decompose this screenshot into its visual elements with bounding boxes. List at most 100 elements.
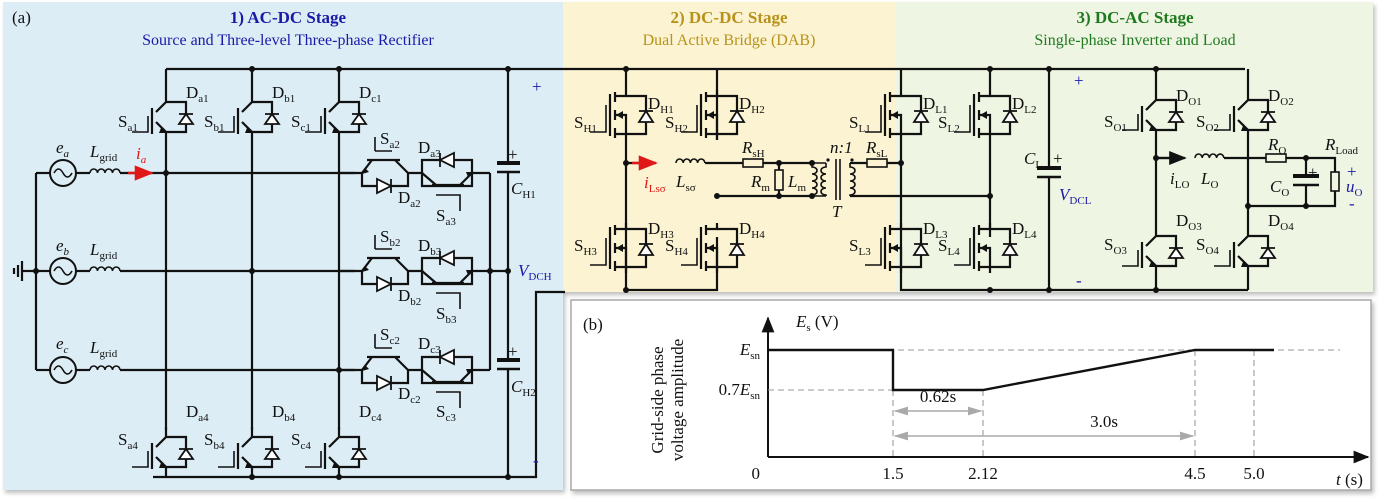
- svg-text:+: +: [508, 145, 518, 164]
- svg-text:CO: CO: [1270, 177, 1289, 199]
- svg-text:SO4: SO4: [1196, 235, 1219, 257]
- svg-text:Sb1: Sb1: [204, 112, 224, 134]
- svg-text:Da1: Da1: [186, 83, 209, 105]
- svg-text:DH3: DH3: [648, 219, 674, 241]
- svg-text:-: -: [1076, 271, 1082, 290]
- svg-text:DH1: DH1: [648, 94, 674, 116]
- svg-text:Lgrid: Lgrid: [89, 240, 118, 262]
- svg-text:DO2: DO2: [1268, 86, 1294, 108]
- svg-text:DO1: DO1: [1176, 86, 1202, 108]
- svg-text:DO4: DO4: [1268, 211, 1294, 233]
- svg-text:Lsσ: Lsσ: [675, 172, 696, 194]
- svg-text:Sa1: Sa1: [118, 112, 138, 134]
- svg-text:SH3: SH3: [574, 236, 597, 258]
- svg-text:Lgrid: Lgrid: [89, 338, 118, 360]
- capacitor-ch1-icon: [497, 161, 520, 174]
- stage-2-title: 2) DC-DC Stage: [670, 8, 788, 27]
- mosfet-sl3-icon: [865, 223, 930, 273]
- svg-text:Sc1: Sc1: [291, 112, 311, 134]
- svg-text:RsL: RsL: [865, 138, 888, 160]
- stage-ac-dc-background: [3, 2, 563, 490]
- svg-text:DH4: DH4: [739, 219, 765, 241]
- svg-text:SL3: SL3: [849, 236, 871, 258]
- igbt-sc1-icon: [305, 92, 368, 142]
- svg-text:Sa2: Sa2: [380, 129, 400, 151]
- chart-x-tick-label: 5.0: [1243, 464, 1264, 483]
- junction-dots-dc-ac: [1153, 66, 1309, 293]
- svg-text:Rm: Rm: [750, 172, 770, 194]
- dc-ac-circuit: [1154, 69, 1340, 290]
- svg-text:+: +: [532, 77, 542, 96]
- chart-x-tick-label: 1.5: [882, 464, 903, 483]
- svg-text:SO3: SO3: [1104, 235, 1127, 257]
- mosfet-sh2-icon: [681, 90, 746, 140]
- chart-ylabel-line1: Grid-side phase: [648, 346, 667, 453]
- igbt-sb1-icon: [218, 92, 281, 142]
- svg-text:T: T: [832, 202, 843, 221]
- chart-annotation-label-0: 0.62s: [920, 387, 956, 406]
- svg-text:Sb2: Sb2: [380, 227, 400, 249]
- svg-text:ia: ia: [136, 144, 147, 166]
- mosfet-sl2-icon: [954, 90, 1019, 140]
- grid-inductor-c-icon: [89, 365, 121, 371]
- svg-text:Sb3: Sb3: [436, 304, 457, 326]
- dc-dc-labels: SH1 DH1 SH2 DH2 SH3 DH3 SH4 DH4 SL1 DL1 …: [574, 71, 1092, 290]
- svg-text:RsH: RsH: [741, 138, 765, 160]
- igbt-so4-icon: [1214, 226, 1277, 276]
- svg-text:Da4: Da4: [186, 402, 209, 424]
- svg-text:Da2: Da2: [398, 188, 421, 210]
- ac-dc-labels: ea Lgrid eb Lgrid ec Lgrid ia Sa1 Da1 Sb…: [56, 77, 552, 470]
- igbt-sa4-icon: [132, 427, 195, 477]
- stage-dc-dc-background: [563, 2, 895, 292]
- svg-text:eb: eb: [56, 236, 70, 258]
- chart-y-tick-label: 0.7Esn: [719, 380, 761, 402]
- mosfet-sh1-icon: [590, 90, 655, 140]
- igbt-sc4-icon: [305, 427, 368, 477]
- svg-text:Lm: Lm: [787, 172, 806, 194]
- svg-text:LO: LO: [1200, 169, 1218, 191]
- svg-text:VDCH: VDCH: [518, 261, 552, 283]
- svg-text:SO1: SO1: [1104, 112, 1127, 134]
- svg-text:+: +: [1308, 163, 1318, 182]
- svg-text:Sc4: Sc4: [291, 430, 311, 452]
- svg-text:SH1: SH1: [574, 113, 597, 135]
- grid-inductor-b-icon: [89, 266, 121, 272]
- svg-text:RO: RO: [1267, 135, 1286, 157]
- bidirectional-switch-c-icon: [360, 334, 474, 408]
- svg-text:SL2: SL2: [938, 113, 960, 135]
- stage-3-subtitle: Single-phase Inverter and Load: [1034, 32, 1235, 49]
- grid-inductor-a-icon: [89, 168, 121, 174]
- svg-text:uO: uO: [1346, 177, 1363, 199]
- junction-dots-dc-dc: [623, 66, 1052, 293]
- chart-y-axis-label: Es (V): [795, 312, 839, 334]
- stage-1-subtitle: Source and Three-level Three-phase Recti…: [142, 32, 434, 49]
- svg-text:+: +: [1074, 71, 1084, 90]
- svg-text:SH4: SH4: [665, 236, 688, 258]
- source-eb-icon: [49, 257, 77, 285]
- panel-b-background: [570, 299, 1372, 491]
- svg-text:+: +: [1053, 149, 1063, 168]
- bidirectional-switch-b-icon: [360, 235, 474, 309]
- svg-text:DH2: DH2: [739, 94, 765, 116]
- junction-dots-ac-dc: [33, 66, 511, 480]
- chart-x-tick-label: 2.12: [968, 464, 998, 483]
- svg-text:Db1: Db1: [272, 83, 295, 105]
- chart-origin-label: 0: [752, 464, 761, 483]
- mosfet-sh3-icon: [590, 223, 655, 273]
- svg-text:CL: CL: [1024, 149, 1042, 171]
- svg-text:SL4: SL4: [938, 236, 960, 258]
- chart-series-es: [768, 348, 1274, 392]
- svg-text:DL3: DL3: [923, 219, 948, 241]
- mosfet-sl1-icon: [865, 90, 930, 140]
- svg-text:iLsσ: iLsσ: [644, 173, 666, 195]
- stage-1-title: 1) AC-DC Stage: [230, 8, 347, 27]
- igbt-sa1-icon: [132, 92, 195, 142]
- svg-text:RLoad: RLoad: [1324, 135, 1358, 157]
- dc-dc-circuit: [624, 69, 1248, 292]
- svg-text:Sa3: Sa3: [436, 206, 456, 228]
- svg-text:Db3: Db3: [418, 236, 442, 258]
- svg-text:DL2: DL2: [1012, 94, 1037, 116]
- ac-dc-circuit: [12, 67, 1245, 479]
